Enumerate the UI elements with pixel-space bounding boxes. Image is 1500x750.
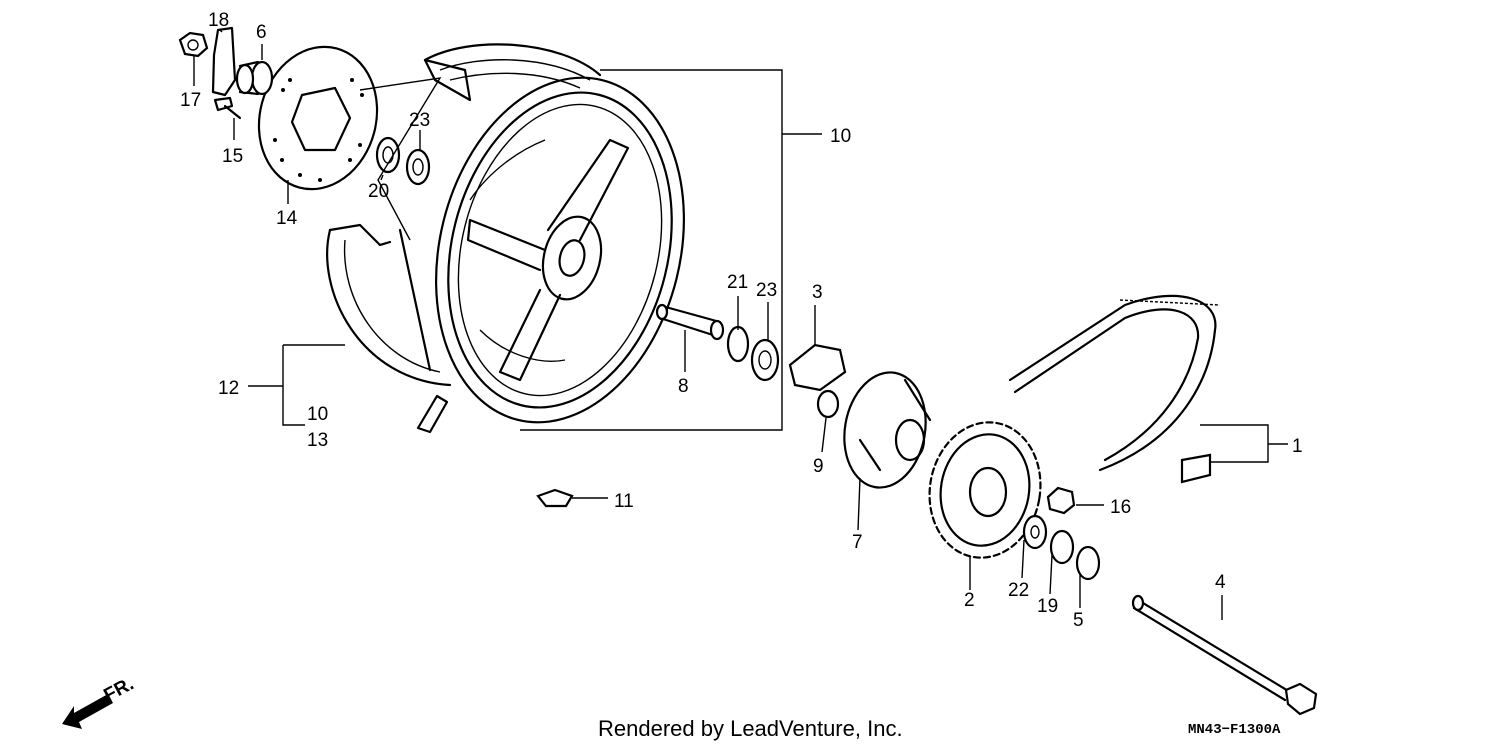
rear-wheel [398,76,685,424]
callout-1: 1 [1292,436,1303,457]
callout-23-right: 23 [756,280,777,301]
callout-23-left: 23 [409,110,430,131]
clip [536,488,574,508]
callout-3: 3 [812,282,823,303]
diagram-code: MN43−F1300A [1188,722,1281,738]
driven-flange [816,371,932,489]
axle-collar-and-bearing [655,303,780,382]
callout-10-valve: 10 [307,404,328,425]
front-direction-arrow: FR. [62,674,137,729]
driven-sprocket [928,421,1042,559]
disc-hardware [178,26,274,120]
callout-22: 22 [1008,580,1029,601]
callout-10-wheel: 10 [830,126,851,147]
callout-13: 13 [307,430,328,451]
leader-lines [193,29,1288,620]
callout-21: 21 [727,272,748,293]
callout-2: 2 [964,590,975,611]
callout-12: 12 [218,378,239,399]
callout-19: 19 [1037,596,1058,617]
wheel-bearings-left [375,136,431,186]
rear-mudguard [326,43,602,387]
callout-15: 15 [222,146,243,167]
callout-8: 8 [678,376,689,397]
callout-11: 11 [614,491,634,512]
callout-16: 16 [1110,497,1131,518]
callout-20: 20 [368,181,389,202]
callout-9: 9 [813,456,824,477]
brake-disc [257,45,379,191]
callout-7: 7 [852,532,863,553]
callout-6: 6 [256,22,267,43]
callout-17: 17 [180,90,201,111]
valve-stem [416,394,449,434]
rear-axle [1131,594,1318,716]
drive-chain [1008,294,1221,484]
callout-14: 14 [276,208,298,229]
callout-18: 18 [208,10,229,31]
callouts: 1 2 3 4 5 6 7 8 9 10 10 11 12 13 14 15 1… [180,10,1303,631]
callout-5: 5 [1073,610,1084,631]
footer-credit: Rendered by LeadVenture, Inc. [598,716,903,741]
callout-4: 4 [1215,572,1226,593]
axle-hardware [1022,486,1101,581]
damper [788,343,847,392]
